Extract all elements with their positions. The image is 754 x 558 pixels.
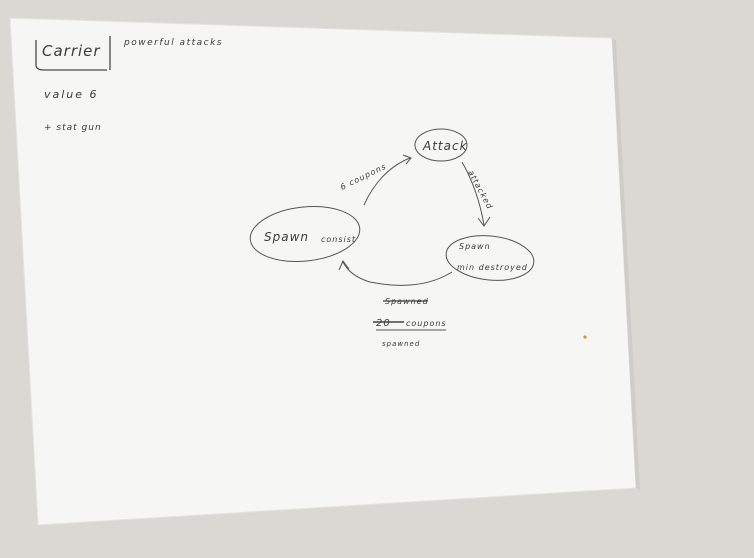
edge-bottom-note: spawned [382, 340, 420, 348]
card-frame [35, 36, 111, 71]
edge-attack-to-spawn [461, 161, 485, 226]
paper-shadow [612, 38, 640, 490]
node-spawn-left-ellipse [249, 206, 361, 262]
paper-sheet [9, 17, 637, 526]
card-subtitle: powerful attacks [123, 38, 223, 48]
edge-spawn-to-spawn [342, 261, 453, 286]
node-attack-label: Attack [422, 139, 468, 153]
arrowhead-left [338, 260, 350, 271]
node-spawn-right-bottom: min destroyed [457, 263, 528, 272]
card-title: Carrier [42, 42, 101, 60]
node-spawn-left-note: consist [321, 235, 356, 244]
edge-spawn-to-attack [363, 157, 411, 206]
node-attack-ellipse [414, 128, 468, 162]
node-spawn-right-top: Spawn [459, 242, 491, 251]
node-spawn-right-ellipse [445, 235, 535, 281]
edge-bottom-struck-2: 20 [376, 318, 391, 329]
arrowhead-top [402, 154, 412, 165]
stat-value: value 6 [44, 88, 99, 101]
stat-ability: + stat gun [44, 123, 102, 133]
paper-speck [583, 335, 587, 339]
node-spawn-left-label: Spawn [264, 230, 309, 244]
arrowhead-right [477, 216, 491, 227]
edge-bottom-coupons: coupons [406, 319, 447, 328]
